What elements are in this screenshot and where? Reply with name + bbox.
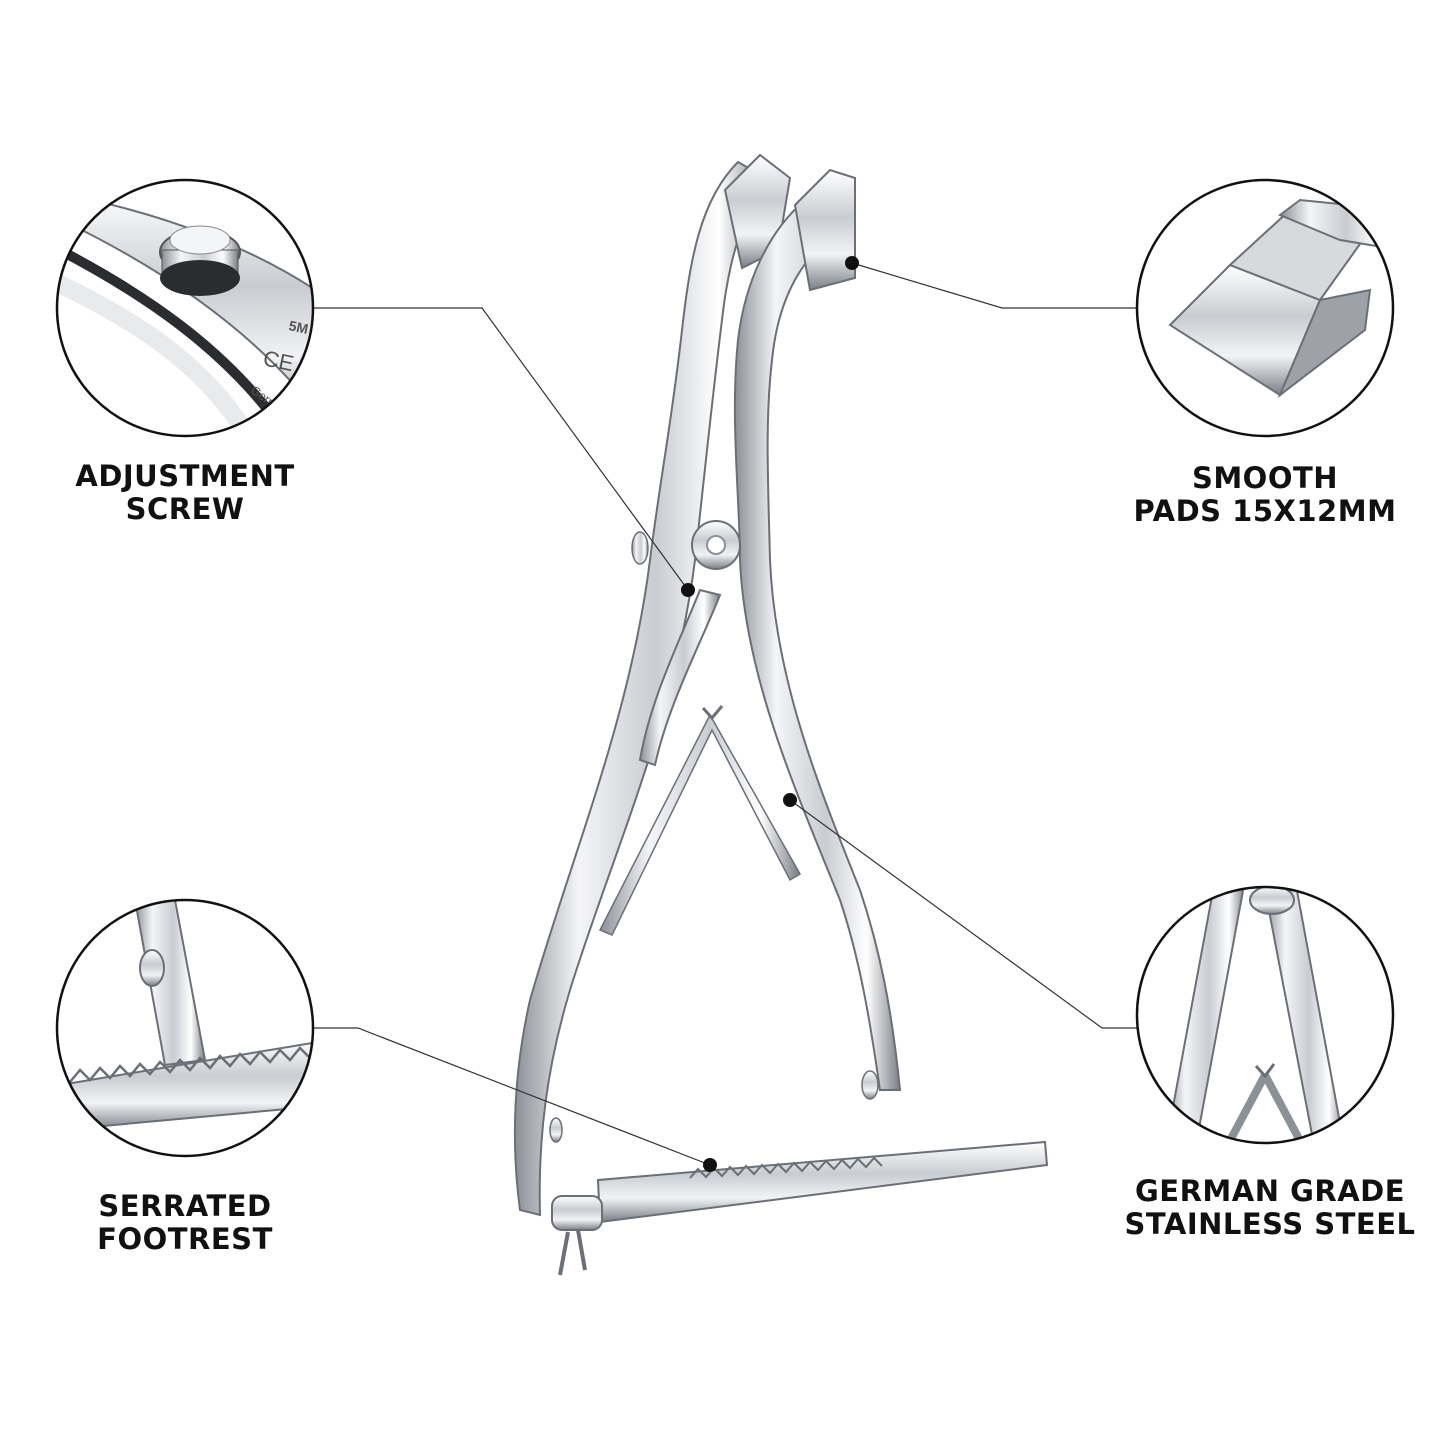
spring-tip — [701, 705, 724, 721]
leader-serrated-footrest — [314, 1027, 711, 1166]
label-adjustment-screw-line1: ADJUSTMENT — [75, 459, 295, 493]
footrest-serration — [689, 1156, 883, 1179]
side-screw-head — [631, 531, 649, 565]
label-serrated-footrest-line1: SERRATED — [98, 1189, 272, 1223]
detail-stainless-steel — [1135, 885, 1395, 1145]
footrest-bar — [596, 1140, 1049, 1224]
instrument — [513, 153, 1049, 1276]
footrest-clip — [558, 1229, 587, 1276]
left-arm — [513, 160, 772, 1217]
detail-smooth-pads — [1135, 178, 1395, 438]
spring — [598, 713, 802, 936]
label-adjustment-screw: ADJUSTMENT SCREW — [45, 460, 325, 526]
label-stainless-steel-line2: STAINLESS STEEL — [1124, 1207, 1416, 1241]
leader-adjustment-screw — [314, 307, 689, 591]
leader-dots — [681, 256, 859, 1172]
right-arm — [733, 198, 902, 1091]
label-stainless-steel-line1: GERMAN GRADE — [1134, 1174, 1406, 1208]
detail-adjustment-screw: 5M CE Germ — [55, 178, 315, 438]
pivot-screw — [706, 535, 726, 555]
detail-serrated-footrest — [55, 898, 315, 1158]
label-smooth-pads-line2: PADS 15X12MM — [1133, 494, 1397, 528]
dot-serrated-footrest — [703, 1158, 717, 1172]
footrest-sleeve — [551, 1195, 603, 1231]
label-serrated-footrest: SERRATED FOOTREST — [60, 1190, 310, 1256]
label-serrated-footrest-line2: FOOTREST — [97, 1222, 273, 1256]
label-smooth-pads-line1: SMOOTH — [1191, 461, 1339, 495]
label-smooth-pads: SMOOTH PADS 15X12MM — [1115, 462, 1415, 528]
dot-stainless-steel — [783, 793, 797, 807]
crossing-arm — [638, 588, 722, 767]
right-jaw-pad — [793, 168, 856, 292]
label-adjustment-screw-line2: SCREW — [125, 492, 245, 526]
leader-lines — [314, 262, 1137, 1166]
leader-smooth-pads — [851, 262, 1137, 309]
label-stainless-steel: GERMAN GRADE STAINLESS STEEL — [1110, 1175, 1430, 1241]
dot-adjustment-screw — [681, 583, 695, 597]
engraving-ce: CE — [261, 345, 296, 376]
rivet-left — [549, 1117, 563, 1143]
rivet-right — [861, 1070, 879, 1100]
engraving-size: 5M — [287, 317, 309, 337]
dot-smooth-pads — [845, 256, 859, 270]
leader-stainless-steel — [789, 799, 1137, 1029]
